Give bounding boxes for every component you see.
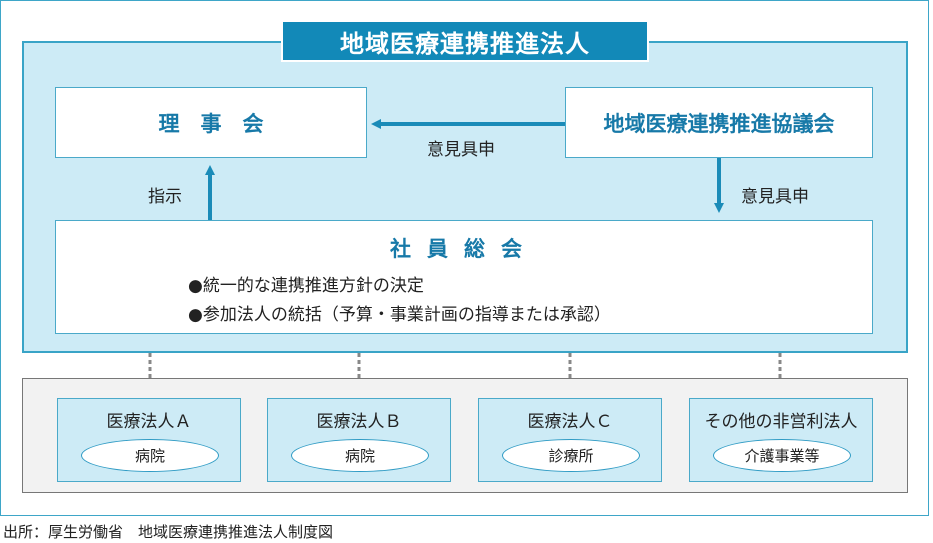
member-name-3: 医療法人Ｃ [527,412,613,432]
assembly-bullet-1: ●統一的な連携推進方針の決定 [188,276,424,296]
label-council-to-board: 意見具申 [427,140,495,160]
member-facility-1: 病院 [81,439,219,472]
board-label: 理 事 会 [158,111,264,136]
label-assembly-to-board: 指示 [148,187,182,207]
source-note: 出所：厚生労働省 地域医療連携推進法人制度図 [3,523,334,541]
member-name-4: その他の非営利法人 [704,412,858,432]
assembly-title: 社員総会 [390,237,538,261]
member-facility-4: 介護事業等 [713,439,851,472]
member-facility-3: 診療所 [502,439,640,472]
label-council-to-assembly: 意見具申 [741,187,809,207]
assembly-bullet-2: ●参加法人の統括（予算・事業計画の指導または承認） [188,305,611,325]
member-box-4: その他の非営利法人 介護事業等 [689,398,873,482]
member-box-3: 医療法人Ｃ 診療所 [478,398,662,482]
member-name-2: 医療法人Ｂ [316,412,402,432]
member-box-1: 医療法人Ａ 病院 [57,398,241,482]
council-label: 地域医療連携推進協議会 [603,111,835,136]
council-box: 地域医療連携推進協議会 [565,87,873,158]
figure-border [0,0,929,516]
member-box-2: 医療法人Ｂ 病院 [267,398,451,482]
board-box: 理 事 会 [55,87,367,158]
assembly-box: 社員総会 ●統一的な連携推進方針の決定 ●参加法人の統括（予算・事業計画の指導ま… [55,220,873,334]
member-facility-2: 病院 [291,439,429,472]
corporation-title: 地域医療連携推進法人 [281,20,649,62]
member-name-1: 医療法人Ａ [106,412,192,432]
